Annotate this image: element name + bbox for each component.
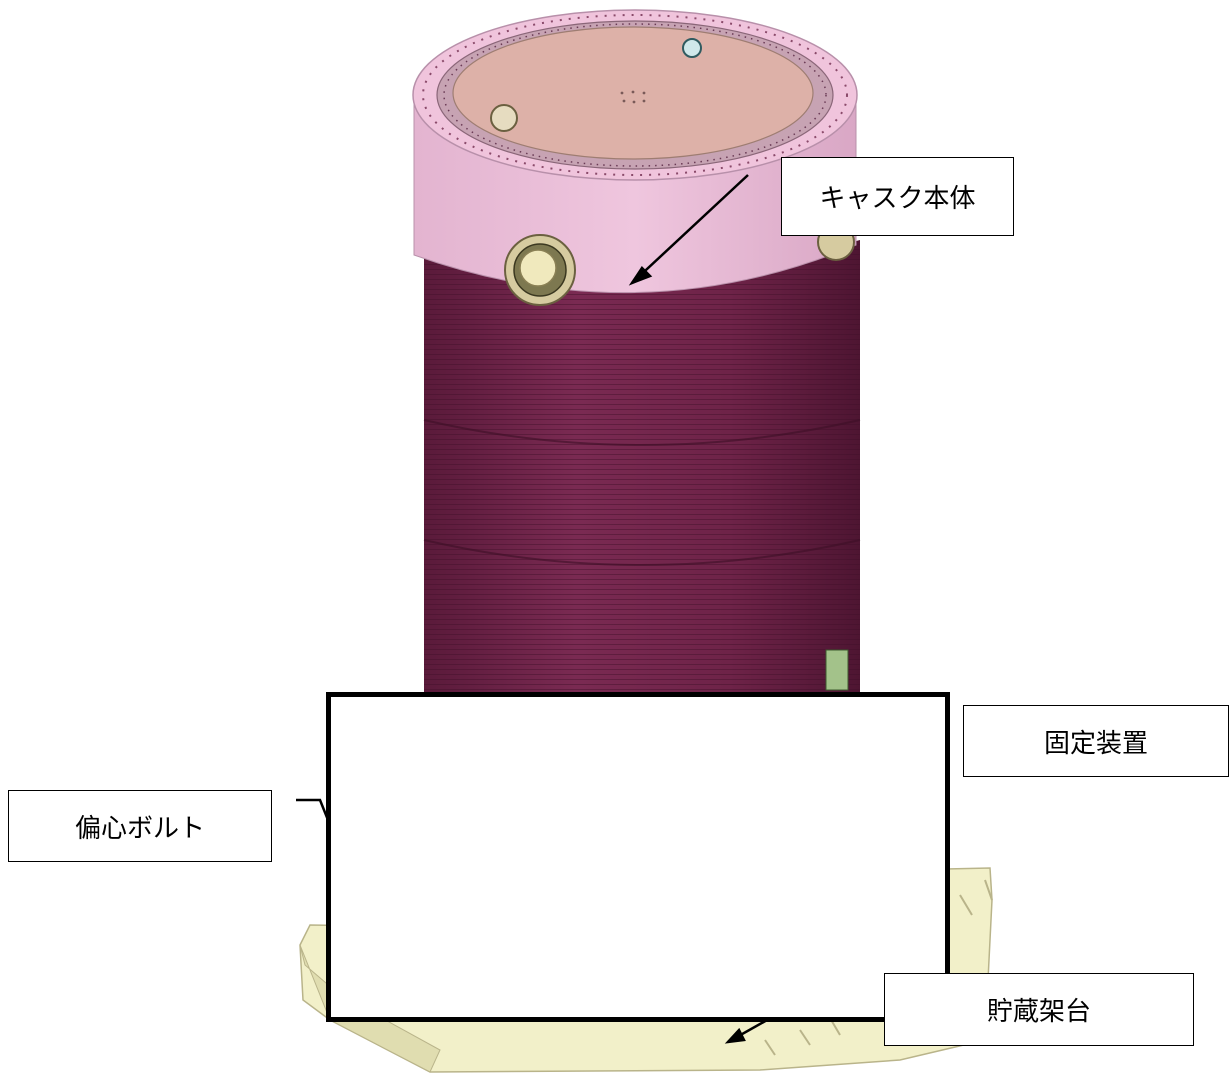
label-eccentric-bolt: 偏心ボルト: [8, 790, 272, 862]
label-fixing-device: 固定装置: [963, 705, 1229, 777]
leader-lines: [296, 174, 786, 1044]
label-cask-body: キャスク本体: [781, 157, 1014, 236]
cask-shell: [423, 240, 861, 730]
cask-top: [412, 9, 858, 181]
label-storage-stand: 貯蔵架台: [884, 973, 1194, 1046]
masked-region: [326, 692, 950, 1022]
